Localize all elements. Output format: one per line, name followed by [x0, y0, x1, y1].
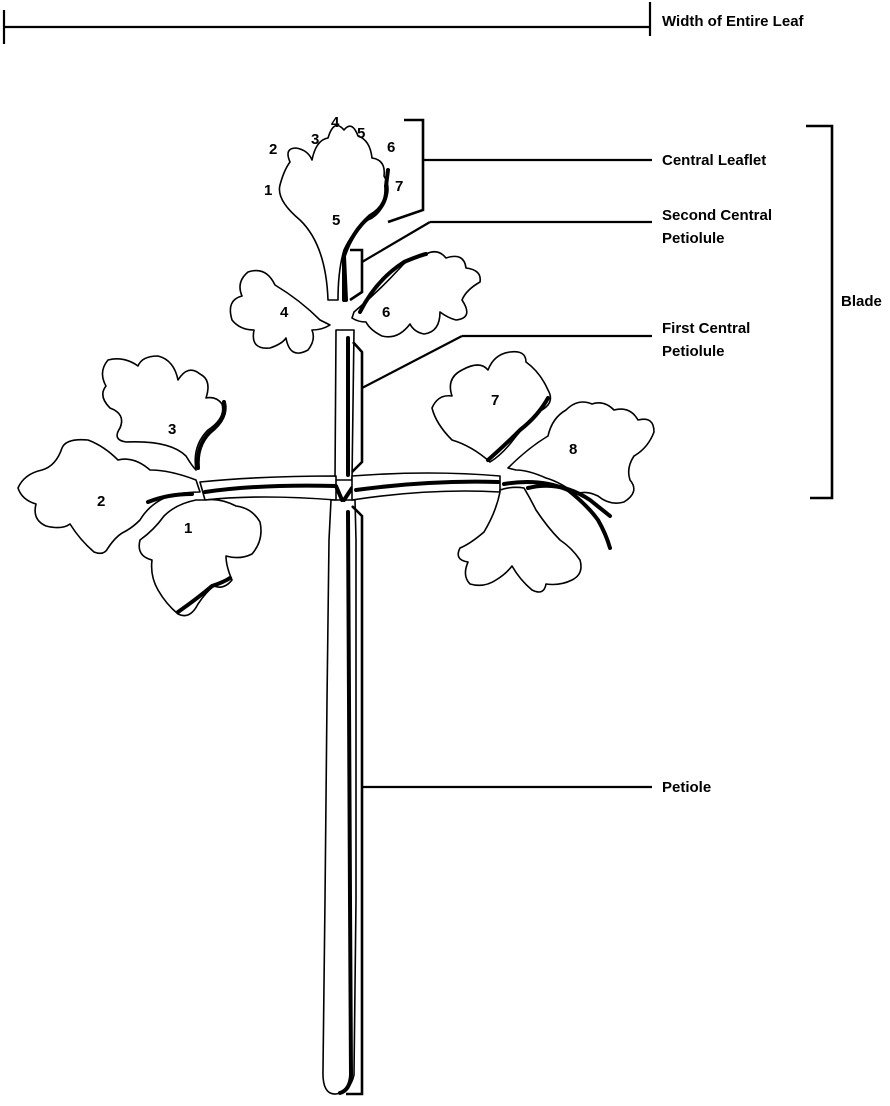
central-leaflet-label: Central Leaflet — [662, 152, 766, 169]
central-leaflet-bracket — [388, 120, 652, 222]
first-central-petiolule — [335, 330, 354, 480]
lobe-number: 2 — [269, 141, 277, 158]
second-central-petiolule-label-line1: Second Central — [662, 207, 772, 224]
central-leaflet-number: 5 — [332, 212, 340, 229]
lobe-number: 4 — [331, 114, 340, 131]
leaflet-number: 4 — [280, 304, 289, 321]
leaflet-1 — [139, 500, 261, 616]
leaflet-number: 7 — [491, 392, 499, 409]
leaflet-number: 8 — [569, 441, 577, 458]
leaflet-number: 1 — [184, 520, 192, 537]
blade-label: Blade — [841, 293, 882, 310]
leaflet-number: 2 — [97, 493, 105, 510]
leaflet-number: 6 — [382, 304, 390, 321]
lobe-number: 3 — [311, 131, 319, 148]
second-central-petiolule — [344, 256, 346, 300]
petiole-label: Petiole — [662, 779, 711, 796]
leaflet-6 — [352, 252, 480, 337]
second-central-petiolule-label-line2: Petiolule — [662, 230, 725, 247]
lobe-number: 6 — [387, 139, 395, 156]
lobe-number: 5 — [357, 125, 365, 142]
width-scale-bar — [4, 2, 650, 44]
leaflet-3 — [102, 356, 224, 470]
first-central-petiolule-label-line2: Petiolule — [662, 343, 725, 360]
leaflet-number: 3 — [168, 421, 176, 438]
lobe-number: 7 — [395, 178, 403, 195]
petiole — [323, 500, 356, 1094]
lobe-number: 1 — [264, 182, 272, 199]
width-of-entire-leaf-label: Width of Entire Leaf — [662, 13, 805, 30]
first-central-petiolule-label-line1: First Central — [662, 320, 750, 337]
petiole-bracket — [346, 506, 652, 1094]
blade-bracket — [806, 126, 832, 498]
